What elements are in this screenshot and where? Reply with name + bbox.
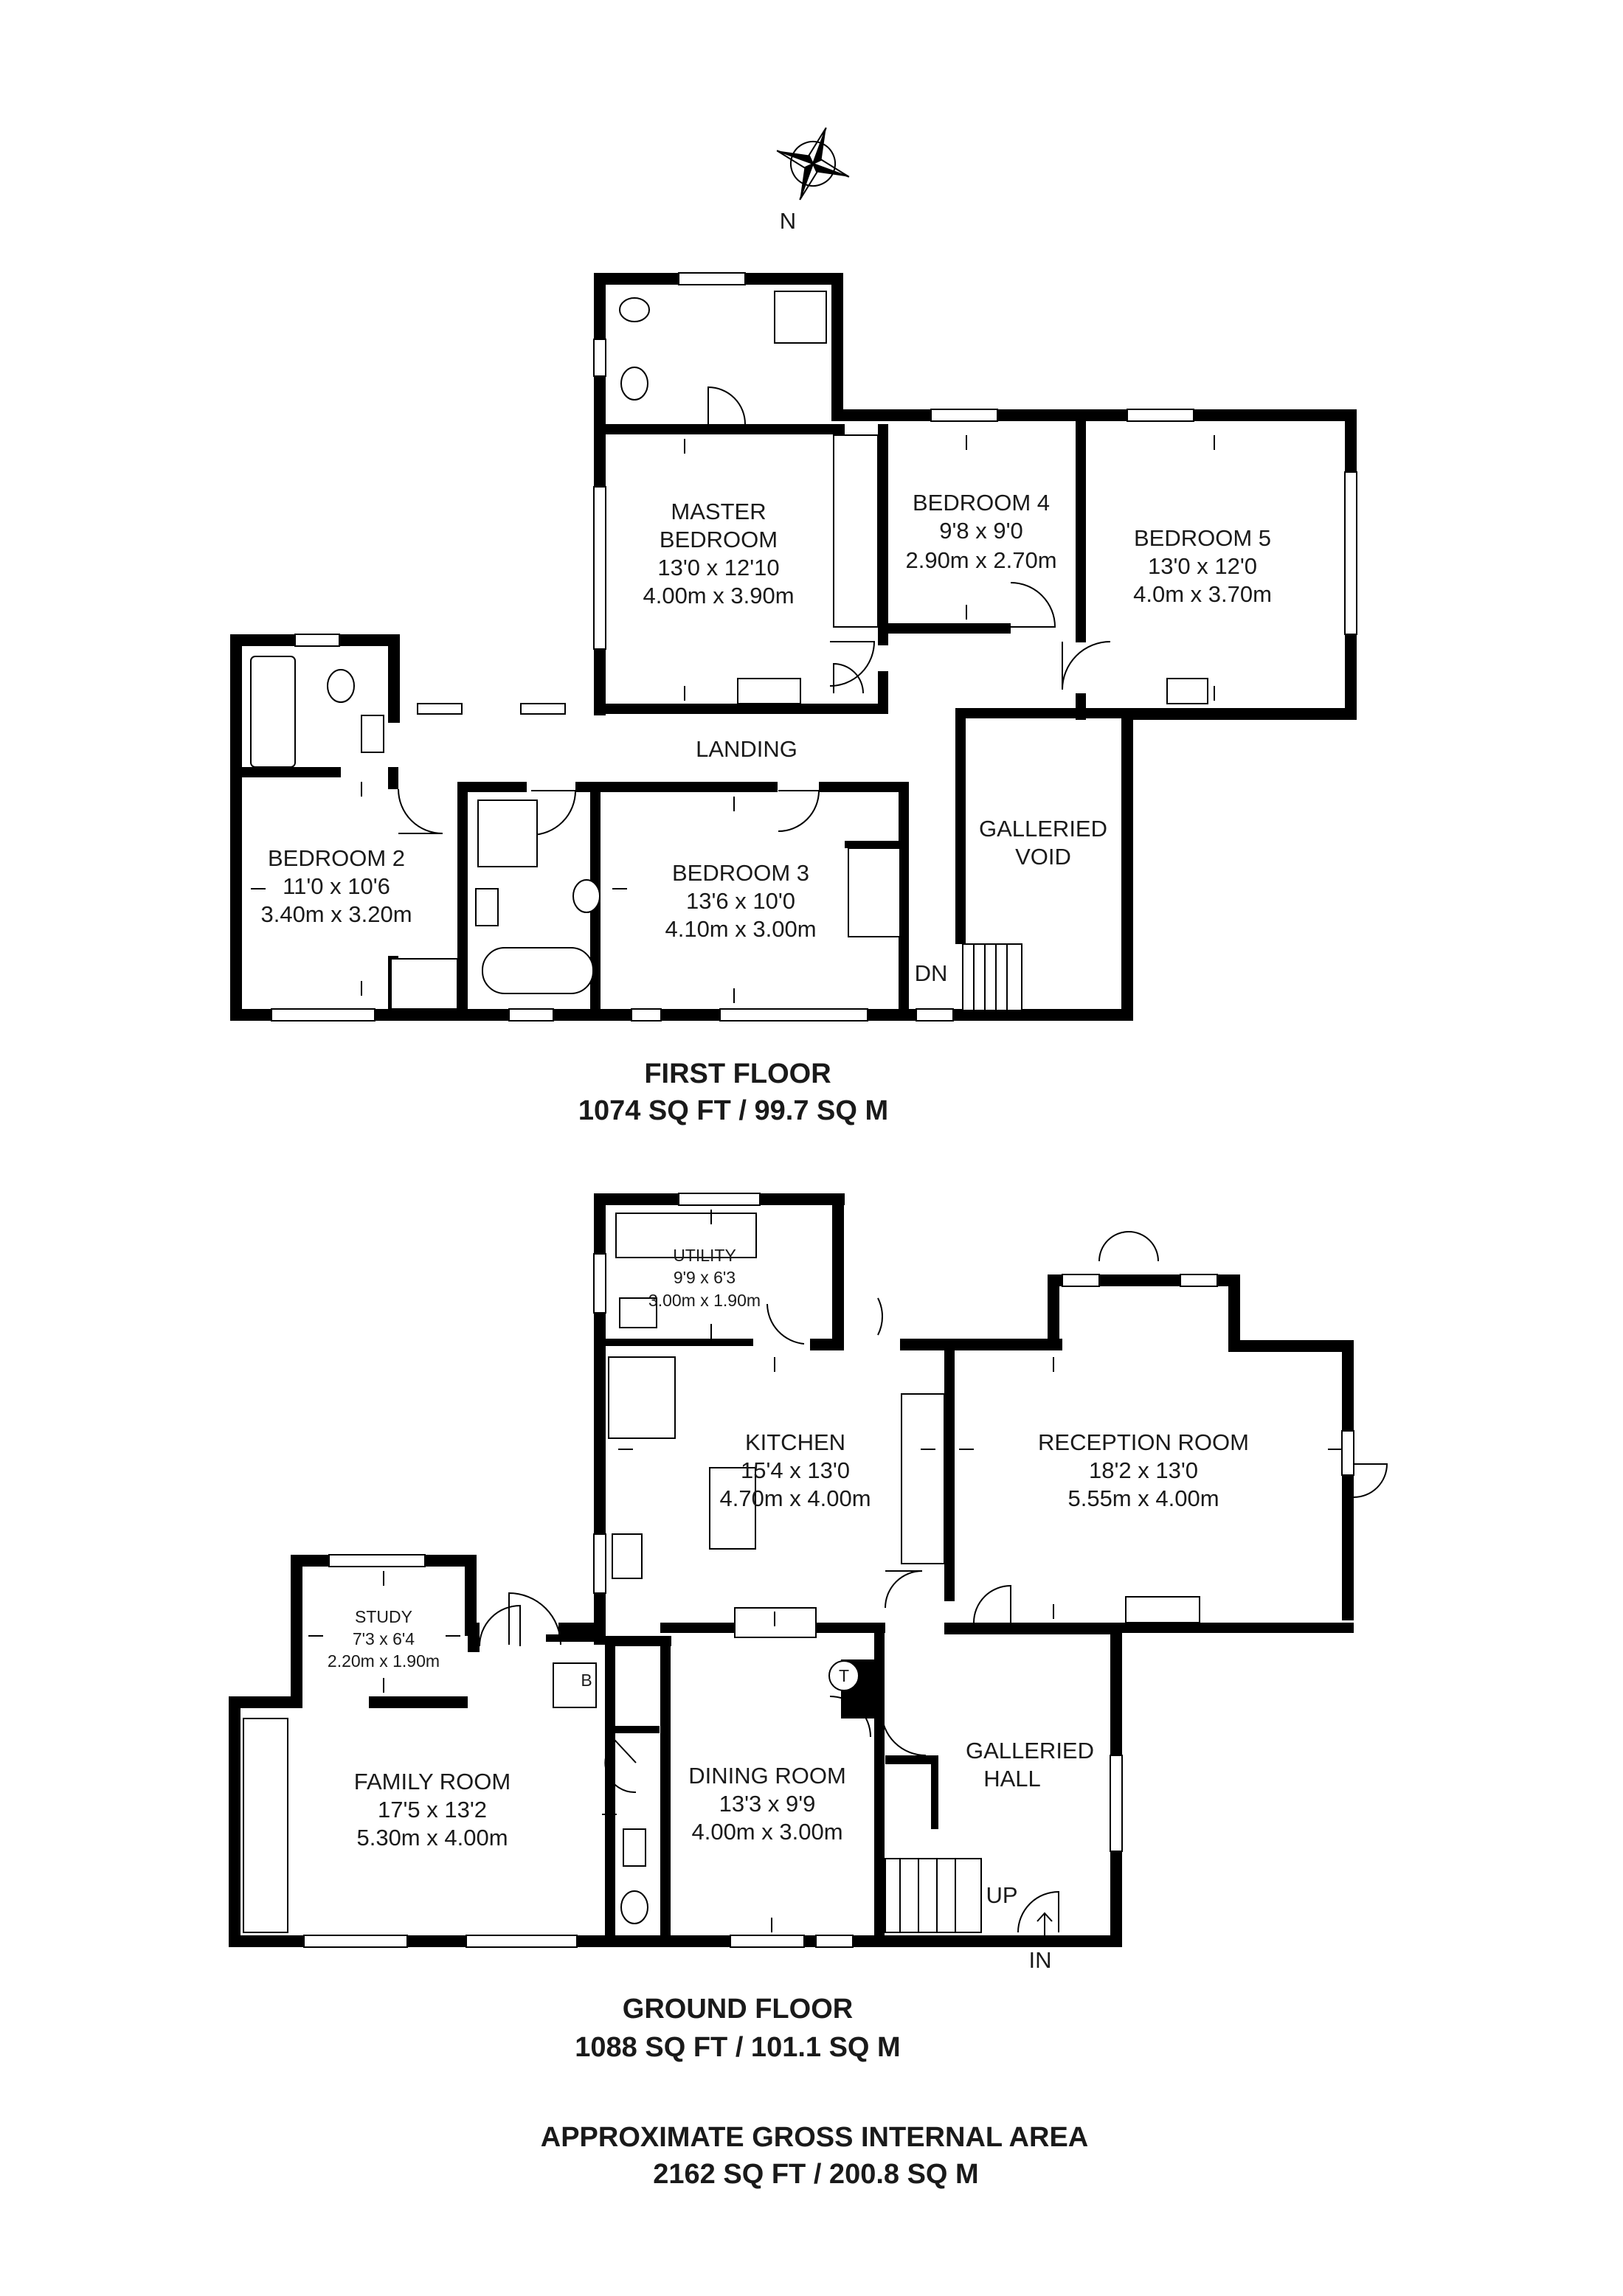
wardrobe-icon <box>243 1718 288 1933</box>
bedroom5-name: BEDROOM 5 <box>1134 525 1271 551</box>
tank-circle <box>828 1660 859 1691</box>
first-floor-dimension-arrows <box>251 435 1215 1003</box>
reception-imperial: 18'2 x 13'0 <box>1089 1457 1198 1483</box>
toilet-icon <box>620 367 648 400</box>
bedroom3-imperial: 13'6 x 10'0 <box>686 888 795 914</box>
bedroom4-metric: 2.90m x 2.70m <box>905 547 1056 573</box>
kitchen-metric: 4.70m x 4.00m <box>719 1485 871 1511</box>
family-room-metric: 5.30m x 4.00m <box>356 1825 508 1851</box>
dining-room-imperial: 13'3 x 9'9 <box>719 1791 816 1817</box>
freestanding-bath-icon <box>482 947 594 994</box>
first-floor-labels: MASTER BEDROOM 13'0 x 12'10 4.00m x 3.90… <box>260 490 1271 1126</box>
total-area-title: APPROXIMATE GROSS INTERNAL AREA <box>541 2122 1088 2153</box>
ground-floor-dimension-arrows <box>308 1210 1343 1932</box>
stairs-up-label: UP <box>986 1882 1017 1908</box>
dining-room-name: DINING ROOM <box>688 1763 846 1789</box>
compass-star-icon <box>776 127 850 201</box>
ground-floor-area: 1088 SQ FT / 101.1 SQ M <box>575 2032 900 2063</box>
bedroom5-imperial: 13'0 x 12'0 <box>1148 553 1257 579</box>
family-room-imperial: 17'5 x 13'2 <box>378 1797 487 1822</box>
first-floor-doors <box>398 386 1111 836</box>
master-bedroom-name: MASTER <box>671 499 766 524</box>
first-floor-area: 1074 SQ FT / 99.7 SQ M <box>578 1095 888 1126</box>
bedroom4-imperial: 9'8 x 9'0 <box>939 518 1023 544</box>
galleried-void-name-2: VOID <box>1015 844 1071 870</box>
bedroom2-metric: 3.40m x 3.20m <box>260 901 412 927</box>
kitchen-island-icon <box>709 1467 756 1550</box>
study-name: STUDY <box>355 1607 412 1626</box>
first-floor-windows <box>271 272 1357 1022</box>
basin-icon <box>623 1828 646 1867</box>
bedroom2-imperial: 11'0 x 10'6 <box>283 873 390 899</box>
wardrobe-icon <box>848 847 901 937</box>
utility-metric: 3.00m x 1.90m <box>648 1291 761 1310</box>
dining-room-metric: 4.00m x 3.00m <box>691 1819 842 1845</box>
basin-icon <box>475 888 499 926</box>
toilet-icon <box>327 669 355 703</box>
stairs-icon <box>885 1858 982 1933</box>
boiler-box <box>553 1662 597 1708</box>
study-imperial: 7'3 x 6'4 <box>353 1629 415 1648</box>
stairs-down-label: DN <box>915 960 948 986</box>
reception-metric: 5.55m x 4.00m <box>1067 1485 1219 1511</box>
galleried-hall-name-2: HALL <box>983 1766 1041 1792</box>
fireplace-icon <box>1166 678 1208 704</box>
wardrobe-icon <box>390 958 458 1010</box>
ground-floor-walls <box>229 1193 1354 1947</box>
bedroom3-metric: 4.10m x 3.00m <box>665 916 816 942</box>
bedroom2-name: BEDROOM 2 <box>268 845 405 871</box>
bathtub-icon <box>250 656 296 768</box>
compass-label: N <box>780 208 796 234</box>
entrance-arrow-icon <box>1037 1912 1053 1936</box>
tank-label: T <box>839 1666 849 1685</box>
sink-icon <box>612 1533 643 1579</box>
boiler-label: B <box>581 1671 592 1690</box>
first-floor-walls <box>230 273 1357 1021</box>
ground-floor-labels: UTILITY 9'9 x 6'3 3.00m x 1.90m KITCHEN … <box>328 1246 1249 2190</box>
kitchen-imperial: 15'4 x 13'0 <box>741 1457 850 1483</box>
stairs-icon <box>962 943 1022 1011</box>
compass: N <box>776 127 850 234</box>
ground-floor-doors <box>479 1230 1388 1933</box>
worktop-icon <box>608 1356 676 1439</box>
basin-icon <box>361 715 384 753</box>
sink-icon <box>619 1297 657 1328</box>
utility-imperial: 9'9 x 6'3 <box>674 1268 736 1287</box>
total-area-value: 2162 SQ FT / 200.8 SQ M <box>653 2159 978 2190</box>
master-bedroom-imperial: 13'0 x 12'10 <box>657 555 779 580</box>
first-floor-title: FIRST FLOOR <box>644 1058 831 1089</box>
ground-floor-windows <box>303 1193 1354 1948</box>
utility-name: UTILITY <box>673 1246 736 1265</box>
basin-icon <box>619 297 650 322</box>
galleried-void-name: GALLERIED <box>979 816 1107 842</box>
master-bedroom-name-2: BEDROOM <box>660 527 778 552</box>
shower-icon <box>477 800 538 867</box>
bedroom4-name: BEDROOM 4 <box>913 490 1050 516</box>
study-metric: 2.20m x 1.90m <box>328 1651 440 1671</box>
shower-icon <box>774 291 827 344</box>
fireplace-icon <box>1125 1596 1200 1623</box>
toilet-icon <box>620 1890 648 1924</box>
family-room-name: FAMILY ROOM <box>354 1769 511 1794</box>
bedroom5-metric: 4.0m x 3.70m <box>1133 581 1272 607</box>
landing-name: LANDING <box>696 736 797 762</box>
master-bedroom-metric: 4.00m x 3.90m <box>643 583 794 608</box>
ground-floor-fixtures: B T <box>243 1213 1200 1936</box>
galleried-hall-name: GALLERIED <box>966 1738 1094 1763</box>
reception-name: RECEPTION ROOM <box>1038 1429 1249 1455</box>
bedroom3-name: BEDROOM 3 <box>672 860 809 886</box>
first-floor-fixtures <box>250 291 1208 1011</box>
worktop-icon <box>901 1393 945 1564</box>
kitchen-name: KITCHEN <box>745 1429 845 1455</box>
worktop-icon <box>615 1213 757 1258</box>
toilet-icon <box>572 879 601 913</box>
entrance-label: IN <box>1029 1947 1052 1973</box>
ground-floor-title: GROUND FLOOR <box>623 1994 853 2025</box>
wardrobe-icon <box>833 434 879 628</box>
fireplace-icon <box>737 678 801 704</box>
